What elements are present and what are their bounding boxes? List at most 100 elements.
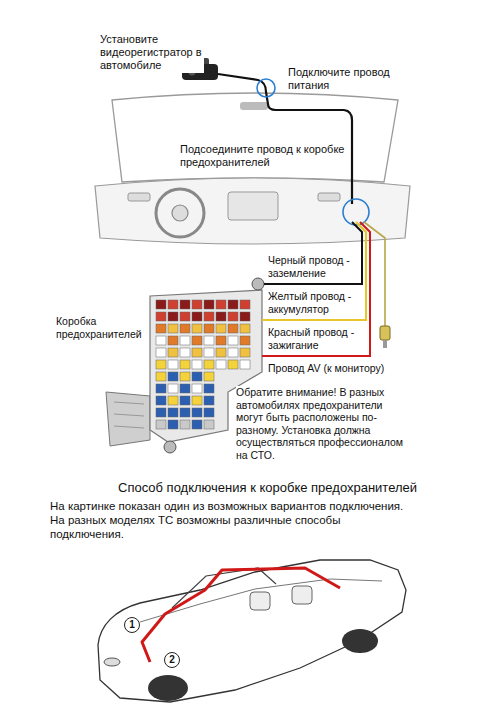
fuse: [228, 312, 238, 321]
fuse: [216, 324, 226, 333]
highlight-ring: [343, 199, 369, 225]
fuse: [204, 360, 214, 369]
fuse: [180, 312, 190, 321]
car-seat: [250, 592, 270, 610]
fuse: [204, 408, 214, 417]
part-label: Коробка предохранителей: [56, 315, 146, 340]
fuse: [168, 348, 178, 357]
fuse: [204, 336, 214, 345]
yellow-wire: [262, 222, 366, 320]
car-seat: [292, 586, 312, 604]
fuse: [216, 348, 226, 357]
instruction-label: Подсоедините провод к коробке предохрани…: [180, 143, 345, 169]
steering-wheel: [156, 189, 204, 237]
fuse: [168, 420, 178, 429]
ground-screw: [252, 278, 264, 290]
fuse: [204, 420, 214, 429]
callout-number: 1: [129, 620, 135, 630]
fuse: [216, 300, 226, 309]
fuse: [168, 408, 178, 417]
callout-circle: 1: [124, 617, 140, 633]
wire-label: Черный провод - заземление: [268, 254, 358, 279]
mount-screw: [164, 441, 176, 453]
fuse: [204, 396, 214, 405]
fuse: [204, 384, 214, 393]
console-screen: [228, 192, 278, 220]
fuse: [180, 360, 190, 369]
fuse: [156, 408, 166, 417]
fuse: [156, 420, 166, 429]
instruction-label: Подключите провод питания: [288, 66, 398, 92]
fuse: [192, 324, 202, 333]
fuse: [240, 324, 250, 333]
fuse: [240, 360, 250, 369]
section-heading: Способ подключения к коробке предохранит…: [118, 480, 458, 496]
fuse: [156, 312, 166, 321]
power-cable: [218, 74, 352, 204]
fuse: [216, 312, 226, 321]
fuse: [216, 336, 226, 345]
fuse: [168, 312, 178, 321]
fuse: [192, 336, 202, 345]
av-wire: [364, 222, 385, 326]
wire-label: Красный провод - зажигание: [268, 326, 358, 351]
fuse: [204, 348, 214, 357]
fuse: [168, 324, 178, 333]
fuse: [192, 348, 202, 357]
fuse: [180, 396, 190, 405]
fuse: [180, 336, 190, 345]
fuse: [204, 300, 214, 309]
fuse: [204, 324, 214, 333]
fuse: [204, 372, 214, 381]
warning-note: Обратите внимание! В разных автомобилях …: [236, 386, 411, 462]
mirror: [240, 102, 268, 110]
car-body: [98, 560, 406, 702]
fuse: [156, 360, 166, 369]
connector-rib: [114, 426, 144, 428]
car-beltline: [140, 579, 382, 622]
fuse: [180, 384, 190, 393]
fuse: [180, 324, 190, 333]
fuse-box-connector: [106, 392, 150, 446]
connector-rib: [114, 414, 144, 416]
fuse: [180, 300, 190, 309]
fuse: [192, 408, 202, 417]
fuse: [240, 336, 250, 345]
fuse: [168, 300, 178, 309]
fuse: [192, 312, 202, 321]
wire-label: Желтый провод - аккумулятор: [268, 290, 358, 315]
cable-route: [142, 568, 340, 662]
fuse: [204, 312, 214, 321]
air-vent: [128, 193, 150, 201]
fuse: [228, 360, 238, 369]
fuse: [192, 420, 202, 429]
fuse: [156, 384, 166, 393]
section-note: На картинке показан один из возможных ва…: [50, 500, 405, 541]
fuse: [168, 396, 178, 405]
fuse: [156, 396, 166, 405]
fuse: [192, 384, 202, 393]
fuse: [228, 324, 238, 333]
fuse: [228, 348, 238, 357]
air-vent: [318, 193, 340, 201]
car-headlight: [104, 658, 120, 666]
fuse: [192, 372, 202, 381]
fuse: [168, 384, 178, 393]
wire-label: Провод AV (к монитору): [268, 362, 408, 375]
fuse: [240, 312, 250, 321]
fuse: [156, 336, 166, 345]
fuse: [156, 300, 166, 309]
connector-rib: [114, 402, 144, 404]
instruction-label: Установите видеорегистратор в автомобиле: [100, 33, 204, 73]
fuse: [192, 396, 202, 405]
fuse: [180, 372, 190, 381]
highlight-ring: [257, 79, 275, 97]
rca-plug: [380, 326, 390, 340]
fuse: [156, 372, 166, 381]
callout-number: 2: [169, 655, 175, 665]
car-wheel: [148, 675, 188, 701]
steering-hub: [172, 205, 188, 221]
